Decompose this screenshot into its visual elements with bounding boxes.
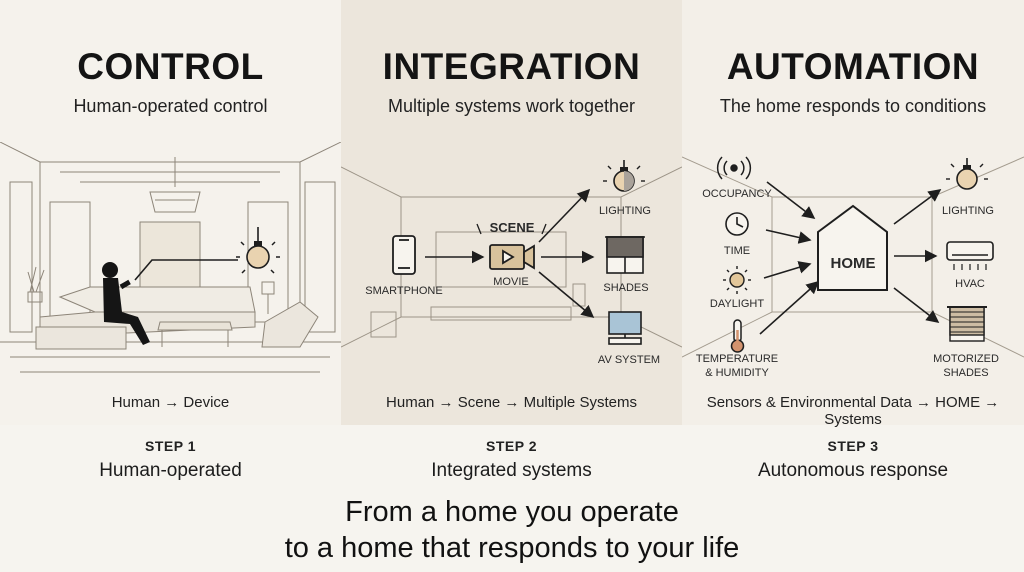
panel-title: AUTOMATION — [726, 46, 980, 87]
tv-icon — [608, 311, 642, 345]
motorized-shades-icon — [947, 306, 987, 342]
step-3: STEP 3 Autonomous response — [682, 438, 1024, 482]
panel-header: INTEGRATION Multiple systems work togeth… — [341, 0, 682, 142]
hvac-label: HVAC — [955, 278, 985, 290]
step-description: Integrated systems — [431, 460, 592, 481]
home-icon — [817, 204, 888, 291]
movie-camera-icon — [489, 244, 535, 270]
clock-icon — [725, 212, 749, 236]
shades-label: SHADES — [603, 282, 648, 294]
occupancy-sensor-icon — [716, 156, 752, 180]
step-1: STEP 1 Human-operated — [0, 438, 341, 482]
panel-title: CONTROL — [77, 46, 264, 87]
step-description: Human-operated — [99, 460, 242, 481]
step-description: Autonomous response — [757, 460, 949, 481]
panel-flow: Sensors & Environmental Data → HOME → Sy… — [706, 394, 1000, 428]
automation-diagram: OCCUPANCY TIME — [682, 142, 1024, 382]
panel-subtitle: Human-operated control — [73, 96, 268, 116]
step-label: STEP 3 — [827, 438, 879, 454]
lighting-label: LIGHTING — [599, 205, 651, 217]
tagline-line-2: to a home that responds to your life — [284, 532, 740, 564]
movie-label: MOVIE — [493, 276, 528, 288]
panel-subtitle: The home responds to conditions — [719, 96, 987, 116]
sun-icon — [723, 266, 751, 294]
person-silhouette — [102, 262, 150, 345]
panel-title: INTEGRATION — [382, 46, 641, 87]
smartphone-label: SMARTPHONE — [365, 285, 442, 297]
shades-icon — [605, 236, 645, 274]
panel-header: AUTOMATION The home responds to conditio… — [682, 0, 1024, 142]
panel-automation: AUTOMATION The home responds to conditio… — [682, 0, 1024, 428]
motorized-label: MOTORIZED — [933, 353, 999, 365]
panel-flow: Human → Scene → Multiple Systems — [386, 394, 637, 411]
home-label: HOME — [831, 255, 876, 272]
thermometer-icon — [730, 319, 745, 353]
time-label: TIME — [724, 245, 750, 257]
step-label: STEP 2 — [486, 438, 537, 454]
integration-diagram: SMARTPHONE SCENE MOVIE — [341, 142, 682, 382]
panel-integration: INTEGRATION Multiple systems work togeth… — [341, 0, 682, 425]
panel-control: CONTROL Human-operated control — [0, 0, 341, 425]
lighting-label: LIGHTING — [942, 205, 994, 217]
hvac-icon — [946, 241, 994, 270]
bulb-icon — [236, 227, 280, 274]
step-2: STEP 2 Integrated systems — [341, 438, 682, 482]
tagline: From a home you operate to a home that r… — [0, 494, 1024, 566]
daylight-label: DAYLIGHT — [710, 298, 764, 310]
panel-flow: Human → Device — [111, 394, 230, 411]
lighting-icon — [946, 158, 988, 190]
lighting-icon — [603, 160, 645, 192]
temperature-label: TEMPERATURE — [696, 353, 778, 365]
living-room-illustration — [0, 142, 341, 382]
shades-label: SHADES — [943, 367, 988, 379]
step-label: STEP 1 — [145, 438, 196, 454]
tagline-line-1: From a home you operate — [345, 496, 679, 528]
smartphone-icon — [392, 235, 416, 275]
panel-subtitle: Multiple systems work together — [387, 96, 636, 116]
panel-header: CONTROL Human-operated control — [0, 0, 341, 142]
humidity-label: & HUMIDITY — [705, 367, 769, 379]
scene-label: SCENE — [490, 220, 535, 235]
av-system-label: AV SYSTEM — [598, 354, 660, 366]
occupancy-label: OCCUPANCY — [702, 188, 772, 200]
